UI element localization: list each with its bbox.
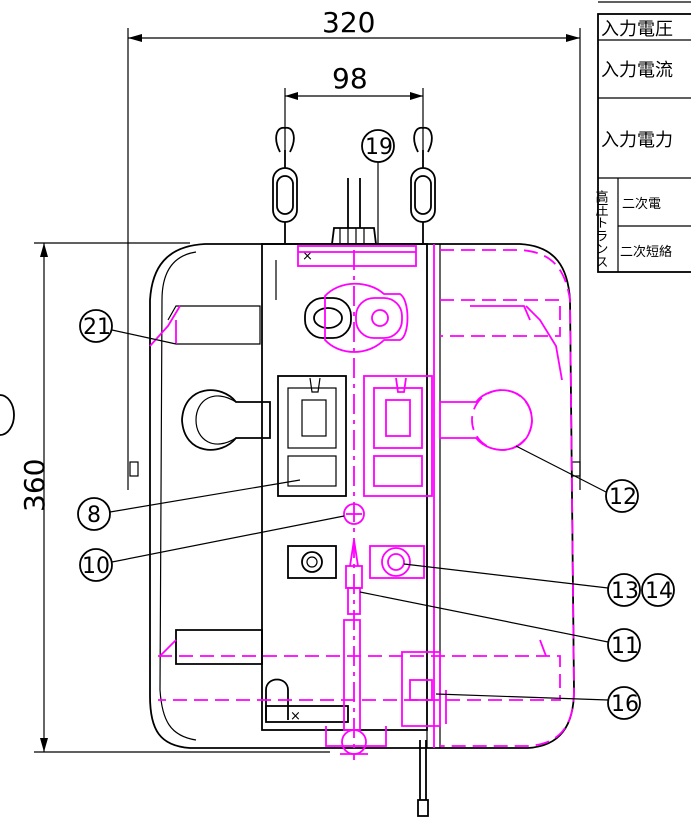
- callout-19: 19: [361, 129, 395, 244]
- svg-text:10: 10: [82, 554, 110, 579]
- hanger-chain-left: [272, 126, 298, 243]
- spec-row-input-power: 入力電力: [601, 130, 673, 151]
- svg-text:12: 12: [609, 485, 637, 510]
- hidden-components: [149, 244, 575, 760]
- callouts: 19 21 8 10 12 13: [77, 129, 675, 720]
- dimension-height-360: 360: [18, 242, 330, 753]
- svg-text:8: 8: [87, 503, 101, 528]
- spec-sub-secondary-short: 二次短絡: [620, 244, 672, 260]
- callout-10: 10: [79, 515, 345, 582]
- mark-x-top: ×: [302, 249, 313, 264]
- offscreen-callout-fragment: [0, 394, 15, 436]
- callout-13-14: 13 14: [403, 563, 675, 607]
- callout-21: 21: [79, 309, 177, 345]
- svg-text:11: 11: [611, 634, 639, 659]
- svg-text:19: 19: [365, 135, 393, 160]
- callout-12: 12: [515, 445, 639, 513]
- spec-table: 入力電圧 入力電流 入力電力 二次電 二次短絡 高圧トランス: [593, 1, 691, 273]
- svg-text:21: 21: [83, 315, 111, 340]
- spec-row-input-current: 入力電流: [601, 60, 673, 81]
- spec-transformer-label: 高圧トランス: [593, 189, 609, 268]
- cable-gland-top: [330, 178, 378, 245]
- svg-text:13: 13: [611, 579, 639, 604]
- callout-8: 8: [77, 479, 301, 531]
- callout-11: 11: [359, 591, 641, 662]
- mark-x-bottom: ×: [290, 709, 301, 724]
- dim-label-360: 360: [18, 459, 51, 512]
- dimension-width-320: 320: [127, 6, 581, 490]
- hanger-chain-right: [410, 126, 436, 243]
- dimension-width-98: 98: [284, 62, 424, 150]
- spec-sub-secondary-voltage: 二次電: [622, 196, 661, 212]
- dim-label-320: 320: [322, 6, 375, 39]
- dim-label-98: 98: [332, 62, 368, 95]
- svg-text:14: 14: [645, 579, 673, 604]
- callout-16: 16: [435, 686, 641, 720]
- spec-row-input-voltage: 入力電圧: [601, 19, 673, 40]
- svg-text:16: 16: [611, 692, 639, 717]
